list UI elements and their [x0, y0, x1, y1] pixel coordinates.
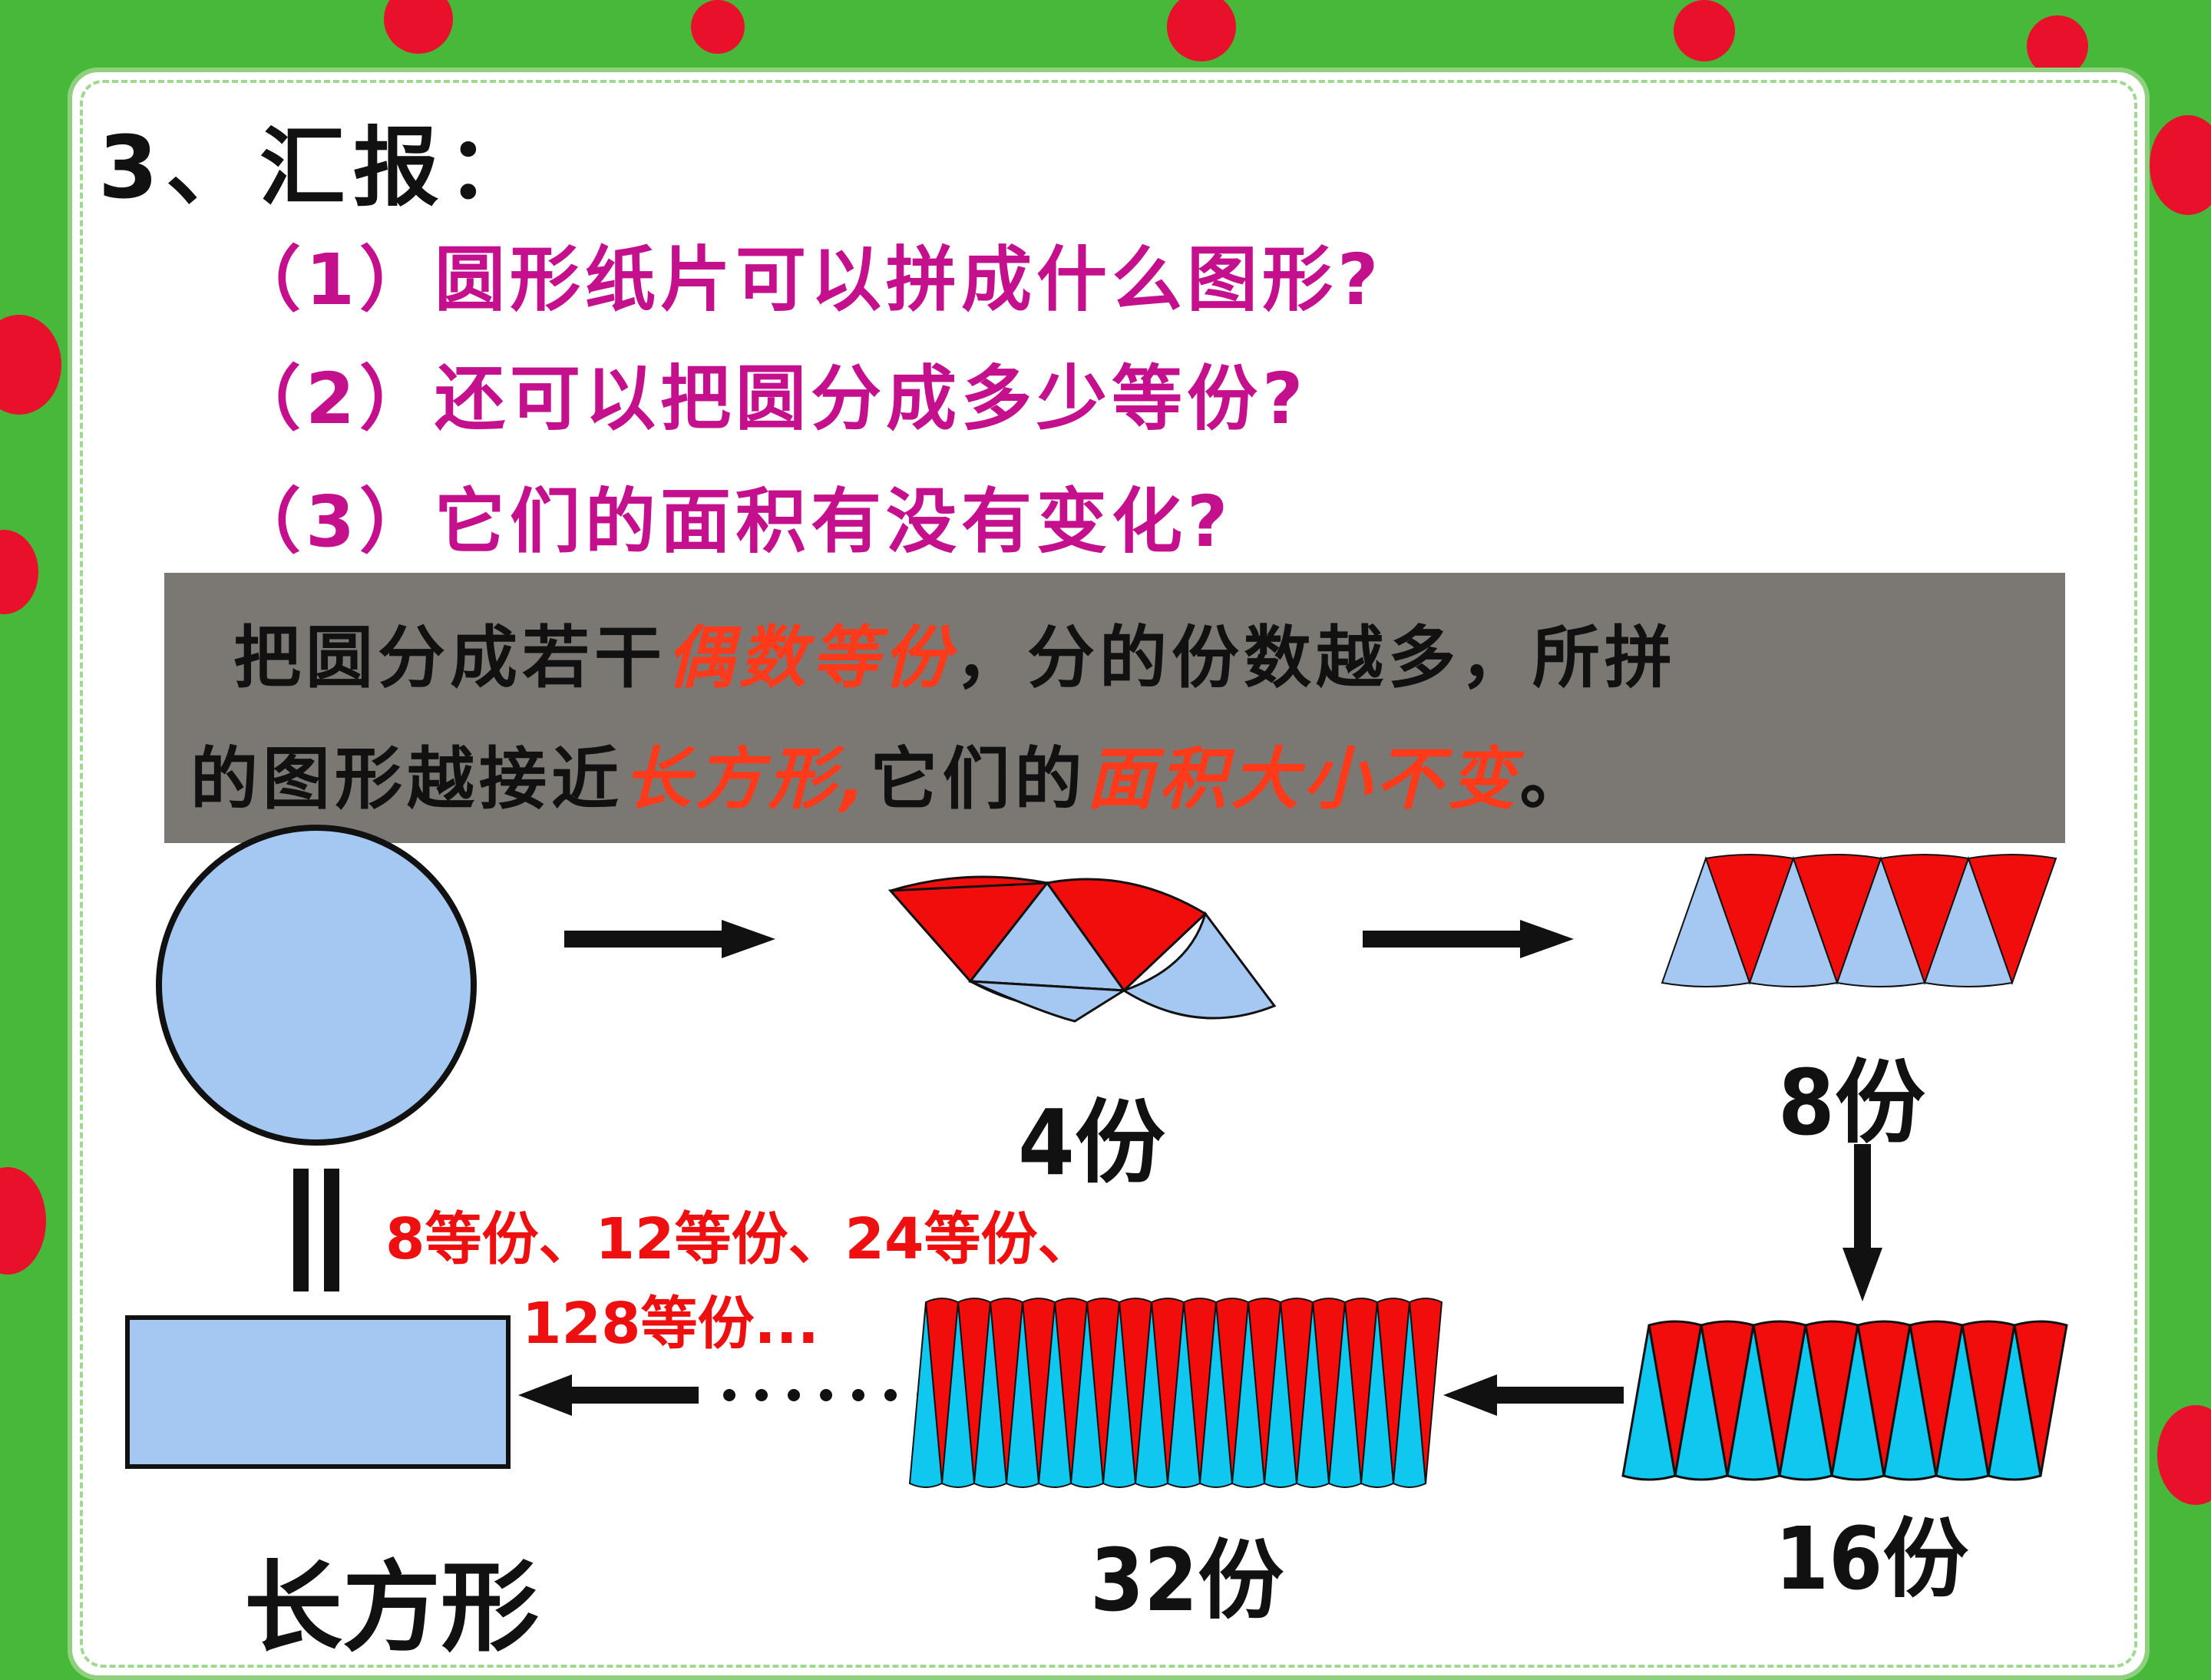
sixteen-parts-shape: [1621, 1320, 2068, 1481]
label-16-parts: 16份: [1775, 1510, 1969, 1609]
conclusion-line-2: 的图形越接近长方形,它们的面积大小不变。: [190, 725, 1592, 822]
four-parts-shape: [887, 875, 1277, 1023]
sector-top: [1408, 1298, 1443, 1484]
label-8-parts: 8份: [1778, 1050, 1925, 1156]
note-parts-line-2: 128等份...: [522, 1291, 819, 1357]
rectangle-shape: [125, 1315, 511, 1469]
circle-shape: [156, 825, 477, 1146]
eight-parts-shape: [1661, 854, 2057, 987]
section-heading: 3、汇报：: [98, 118, 540, 218]
label-4-parts: 4份: [1018, 1090, 1165, 1196]
sector-bottom: [1923, 855, 2014, 987]
label-32-parts: 32份: [1090, 1531, 1284, 1631]
question-2: （2）还可以把圆分成多少等份?: [230, 358, 1308, 440]
question-3: （3）它们的面积有没有变化?: [230, 481, 1233, 563]
conclusion-text: 的图形越接近: [190, 739, 624, 819]
equals-bar-right: [324, 1169, 339, 1291]
thirtytwo-parts-shape: [908, 1298, 1443, 1488]
sector-top: [2013, 1320, 2068, 1477]
emphasis-rectangle: 长方形,: [623, 739, 871, 819]
sector-bottom: [1748, 855, 1839, 987]
conclusion-text: 把圆分成若干: [233, 618, 667, 697]
equals-bar-left: [293, 1169, 309, 1291]
sector-bottom: [1836, 855, 1926, 987]
sector-top: [1967, 854, 2057, 986]
emphasis-even-parts: 偶数等份: [666, 618, 956, 697]
conclusion-text: 它们的: [870, 739, 1087, 819]
sector-bottom: [1392, 1301, 1427, 1488]
arrow-left-icon: [518, 1374, 699, 1416]
conclusion-line-1: 把圆分成若干偶数等份，分的份数越多，所拼: [233, 604, 1677, 701]
ellipsis-dots: [723, 1389, 929, 1401]
sector-bottom: [1987, 1324, 2042, 1481]
note-parts-line-1: 8等份、12等份、24等份、: [385, 1206, 1095, 1272]
emphasis-area-unchanged: 面积大小不变: [1086, 739, 1520, 819]
question-1: （1）圆形纸片可以拼成什么图形?: [230, 239, 1383, 321]
conclusion-text: ，分的份数越多，所拼: [955, 618, 1677, 697]
label-rectangle: 长方形: [244, 1551, 540, 1665]
arrow-down-icon: [1842, 1144, 1882, 1301]
arrow-left-icon: [1443, 1374, 1624, 1416]
arrow-right-icon: [1363, 920, 1574, 958]
conclusion-box: 把圆分成若干偶数等份，分的份数越多，所拼 的图形越接近长方形,它们的面积大小不变…: [164, 573, 2065, 843]
arrow-right-icon: [564, 920, 775, 958]
conclusion-text: 。: [1519, 739, 1592, 819]
sector-bottom: [1661, 855, 1751, 987]
